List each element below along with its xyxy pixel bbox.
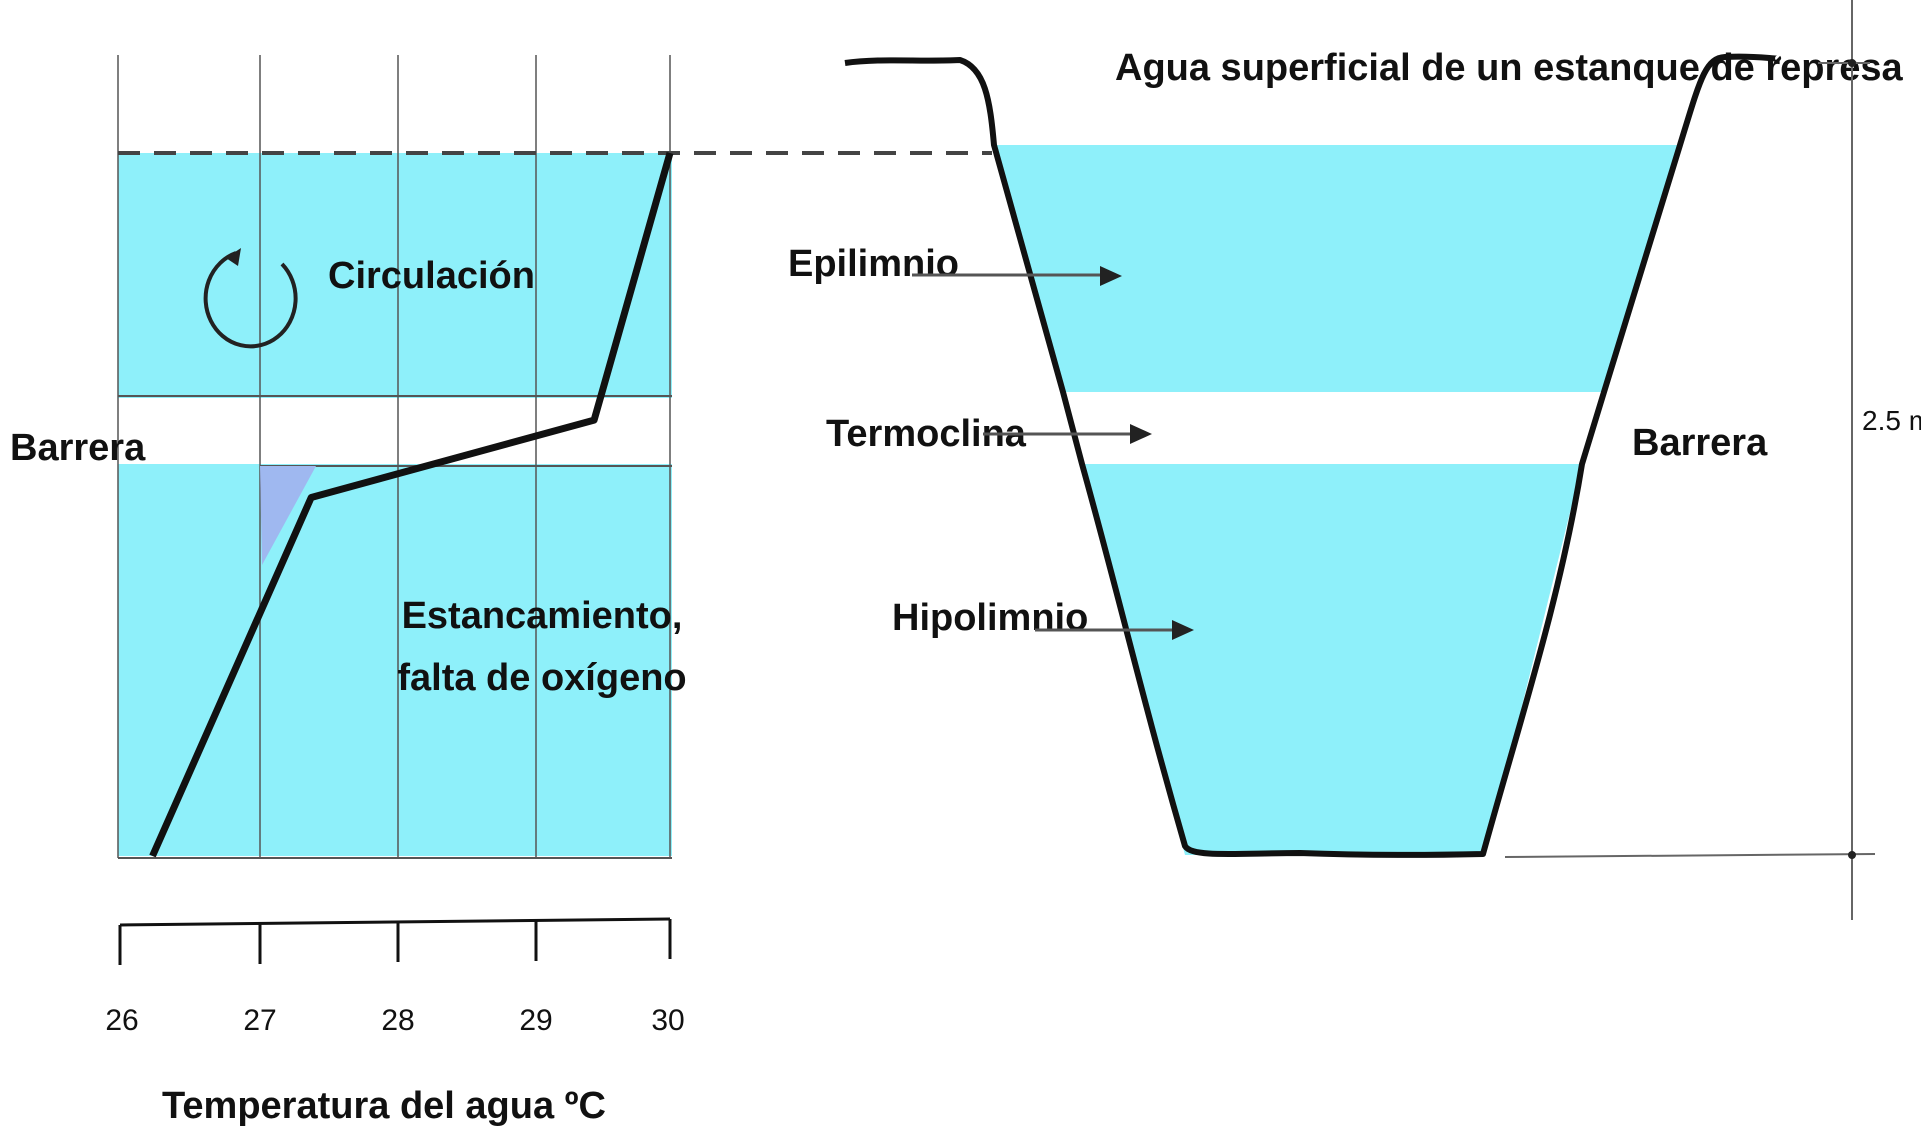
thermocline-band-left xyxy=(118,398,672,464)
circulation-label: Circulación xyxy=(328,255,535,297)
hypolimnion-label: Hipolimnio xyxy=(892,597,1088,639)
circulation-arrow-icon xyxy=(203,248,298,349)
x-tick-label: 26 xyxy=(105,1004,138,1037)
stagnation-label-line1: Estancamiento, xyxy=(402,595,683,637)
basin-thermocline-band xyxy=(1063,392,1604,464)
depth-label: 2.5 m xyxy=(1862,405,1921,436)
x-tick-label: 29 xyxy=(519,1004,552,1037)
temperature-gridlines xyxy=(117,55,671,858)
basin-outline xyxy=(844,53,1782,858)
epilimnion-label: Epilimnio xyxy=(788,243,959,285)
surface-label: Agua superficial de un estanque de repre… xyxy=(1115,47,1904,89)
barrier-label-left: Barrera xyxy=(10,427,146,469)
basin-epilimnion-water xyxy=(994,145,1680,392)
depth-scale xyxy=(1504,0,1876,920)
barrier-label-right: Barrera xyxy=(1632,422,1768,464)
shade-triangle xyxy=(260,466,316,565)
stagnation-label-line2: falta de oxígeno xyxy=(397,657,686,699)
epilimnion-pointer-arrow-icon xyxy=(912,266,1122,286)
basin-hypolimnion-water xyxy=(1082,464,1582,855)
temperature-profile-panel: Circulación Barrera Estancamiento, falta… xyxy=(10,55,992,1127)
hypolimnion-water-left xyxy=(118,464,672,856)
temperature-x-axis xyxy=(118,917,672,965)
reservoir-cross-section: Agua superficial de un estanque de repre… xyxy=(788,0,1921,920)
x-tick-label: 30 xyxy=(651,1004,684,1037)
x-tick-label: 28 xyxy=(381,1004,414,1037)
x-axis-title: Temperatura del agua ºC xyxy=(162,1085,606,1127)
temperature-profile-line xyxy=(149,152,674,858)
x-tick-label: 27 xyxy=(243,1004,276,1037)
hypolimnion-pointer-arrow-icon xyxy=(1035,620,1194,640)
thermocline-pointer-arrow-icon xyxy=(983,424,1152,444)
